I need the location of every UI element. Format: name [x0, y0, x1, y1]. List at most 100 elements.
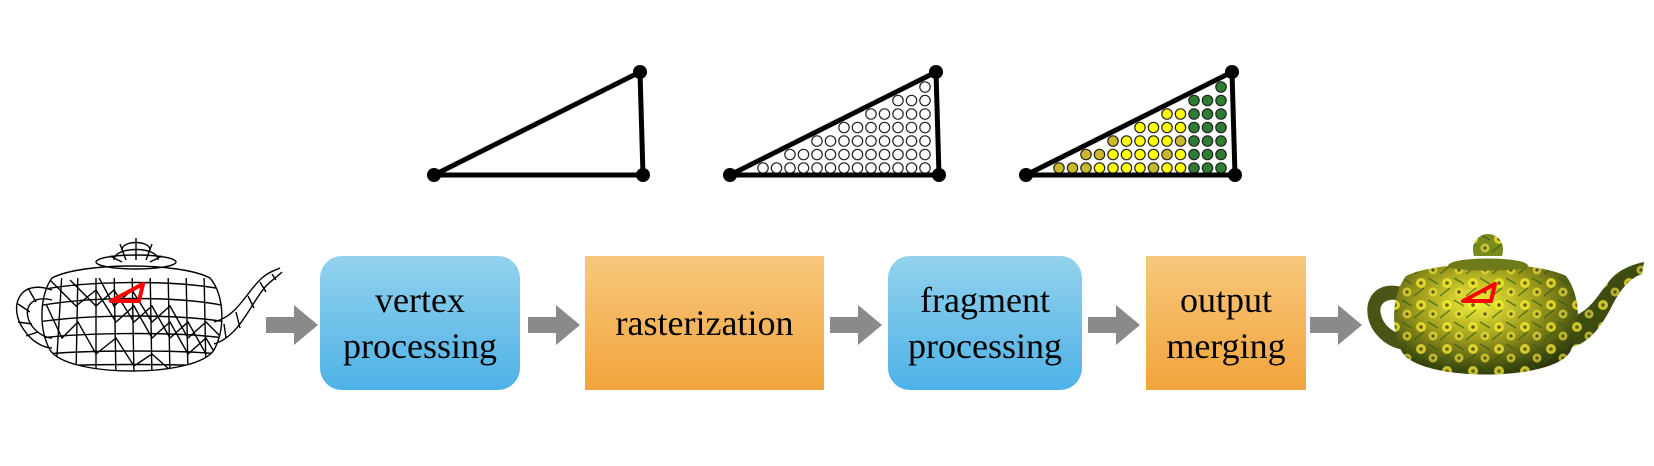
- fragment-dot: [1093, 148, 1106, 161]
- fragment-dot: [838, 148, 850, 161]
- fragment-dot: [757, 162, 769, 174]
- fragment-dot: [1188, 148, 1200, 161]
- arrow-right-icon: [266, 305, 318, 345]
- fragment-dot: [1188, 121, 1200, 134]
- fragment-dot: [1147, 162, 1160, 174]
- fragment-dot: [865, 108, 877, 120]
- fragment-dot: [1066, 162, 1079, 174]
- fragment-dot: [1080, 148, 1092, 161]
- stage-output-merging: output merging: [1146, 256, 1306, 390]
- fragment-dot: [919, 148, 931, 161]
- fragment-dot: [1174, 135, 1187, 147]
- fragment-dot: [919, 121, 931, 134]
- fragment-dot: [784, 148, 796, 161]
- fragment-dot: [811, 135, 823, 147]
- fragment-dot: [1120, 148, 1133, 161]
- triangle-vertices-icon: [427, 65, 650, 182]
- fragment-dot: [905, 94, 918, 107]
- fragment-dot: [1188, 108, 1200, 120]
- fragment-dot: [784, 162, 796, 174]
- fragment-dot: [1161, 162, 1173, 174]
- stage-label-line1: fragment: [920, 280, 1050, 320]
- fragment-dot: [1134, 148, 1146, 161]
- fragment-dot: [1093, 162, 1106, 174]
- fragment-dot: [1215, 121, 1227, 134]
- fragment-dot: [919, 81, 931, 93]
- fragment-dot: [1201, 162, 1214, 174]
- fragment-dot: [1174, 148, 1187, 161]
- fragment-dot: [892, 135, 904, 147]
- textured-teapot-icon: [1367, 234, 1644, 375]
- stage-label-line2: processing: [908, 326, 1062, 366]
- fragment-dot: [919, 162, 931, 174]
- stage-label-line2: processing: [343, 326, 497, 366]
- fragment-dot: [865, 148, 877, 161]
- arrow-right-icon: [1310, 305, 1362, 345]
- fragment-dot: [905, 162, 918, 174]
- fragment-dot: [919, 108, 931, 120]
- fragment-dot: [1107, 162, 1119, 174]
- fragment-dot: [1161, 135, 1173, 147]
- rasterized-triangle-icon: [723, 65, 946, 182]
- fragment-dot: [1134, 135, 1146, 147]
- stage-rasterization: rasterization: [585, 256, 824, 390]
- fragment-dot: [878, 108, 891, 120]
- fragment-dot: [1053, 162, 1065, 174]
- fragment-dot: [824, 148, 837, 161]
- fragment-dot: [1215, 135, 1227, 147]
- fragment-dot: [851, 135, 864, 147]
- fragment-dot: [878, 121, 891, 134]
- fragment-dot: [1174, 108, 1187, 120]
- fragment-dot: [1174, 121, 1187, 134]
- fragment-dot: [1080, 162, 1092, 174]
- fragment-dot: [905, 108, 918, 120]
- arrow-right-icon: [528, 305, 580, 345]
- fragment-dot: [892, 108, 904, 120]
- fragment-dot: [892, 121, 904, 134]
- fragment-dot: [1174, 162, 1187, 174]
- fragment-dot: [1147, 135, 1160, 147]
- fragment-dot: [892, 94, 904, 107]
- fragment-dot: [1134, 162, 1146, 174]
- fragment-dot: [824, 135, 837, 147]
- fragment-dot: [1215, 81, 1227, 93]
- fragment-dot: [838, 135, 850, 147]
- fragment-dot: [865, 135, 877, 147]
- fragment-dot: [1161, 121, 1173, 134]
- fragment-dot: [1147, 148, 1160, 161]
- fragment-dot: [1161, 108, 1173, 120]
- stage-label-line1: output: [1179, 280, 1272, 320]
- fragment-dot: [905, 148, 918, 161]
- fragment-dot: [865, 162, 877, 174]
- fragment-dot: [1201, 108, 1214, 120]
- stage-label-line2: merging: [1166, 326, 1286, 366]
- stage-label-line1: vertex: [375, 280, 465, 320]
- fragment-dot: [1201, 135, 1214, 147]
- stage-fragment-processing: fragment processing: [888, 256, 1082, 390]
- fragment-dot: [865, 121, 877, 134]
- fragment-dot: [1120, 162, 1133, 174]
- fragment-dot: [851, 121, 864, 134]
- fragment-dot: [1215, 94, 1227, 107]
- fragment-dot: [905, 121, 918, 134]
- fragment-dot: [838, 162, 850, 174]
- fragment-dot: [1188, 135, 1200, 147]
- fragment-dot: [1215, 148, 1227, 161]
- fragment-dot: [1134, 121, 1146, 134]
- fragment-dot: [797, 162, 810, 174]
- shaded-fragments-icon: [1019, 65, 1242, 182]
- fragment-dot: [919, 94, 931, 107]
- fragment-grid: [1053, 81, 1227, 174]
- fragment-dot: [892, 148, 904, 161]
- fragment-dot: [919, 135, 931, 147]
- fragment-dot: [811, 162, 823, 174]
- stage-vertex-processing: vertex processing: [320, 256, 520, 390]
- fragment-dot: [1107, 135, 1119, 147]
- fragment-dot: [1215, 162, 1227, 174]
- fragment-dot: [878, 162, 891, 174]
- fragment-dot: [1215, 108, 1227, 120]
- fragment-dot: [824, 162, 837, 174]
- fragment-dot: [811, 148, 823, 161]
- arrow-right-icon: [830, 305, 882, 345]
- fragment-dot: [797, 148, 810, 161]
